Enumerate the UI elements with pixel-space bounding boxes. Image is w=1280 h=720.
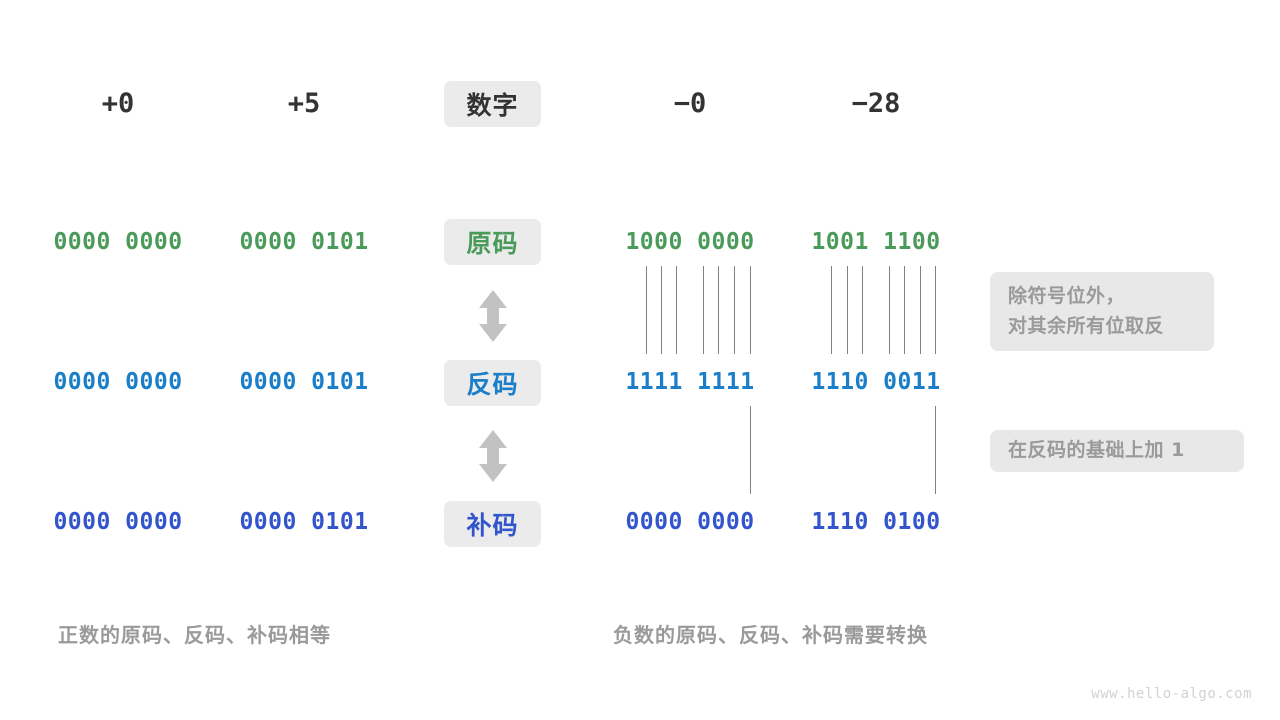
connector-line: [718, 266, 719, 354]
row-twos-complement-neg-28: 1110 0100: [811, 509, 941, 535]
row-sign-magnitude-neg-28: 1001 1100: [811, 229, 941, 255]
row-ones-complement-pos-five: 0000 0101: [239, 369, 369, 395]
double-arrow-vertical-icon: [479, 430, 507, 482]
connector-line: [862, 266, 863, 354]
connector-line: [676, 266, 677, 354]
row-sign-magnitude-neg-zero: 1000 0000: [625, 229, 755, 255]
connector-line: [734, 266, 735, 354]
caption-positive: 正数的原码、反码、补码相等: [58, 623, 331, 647]
row-ones-complement-neg-zero: 1111 1111: [625, 369, 755, 395]
header-badge-number: 数字: [444, 81, 541, 127]
note-invert-bits: 除符号位外， 对其余所有位取反: [990, 272, 1214, 351]
connector-line: [935, 406, 936, 494]
connector-line: [646, 266, 647, 354]
caption-negative: 负数的原码、反码、补码需要转换: [613, 623, 928, 647]
header-value-pos-zero: +0: [101, 88, 135, 119]
connector-line: [847, 266, 848, 354]
note-invert-bits-line-2: 对其余所有位取反: [1008, 314, 1165, 337]
note-add-one-line-1: 在反码的基础上加 1: [1008, 439, 1185, 462]
connector-line: [703, 266, 704, 354]
row-sign-magnitude-pos-five: 0000 0101: [239, 229, 369, 255]
row-badge-ones-complement: 反码: [444, 360, 541, 406]
header-value-pos-five: +5: [287, 88, 321, 119]
row-twos-complement-pos-five: 0000 0101: [239, 509, 369, 535]
watermark: www.hello-algo.com: [1091, 686, 1252, 702]
row-badge-sign-magnitude: 原码: [444, 219, 541, 265]
note-invert-bits-line-1: 除符号位外，: [1008, 285, 1126, 308]
connector-line: [661, 266, 662, 354]
row-sign-magnitude-pos-zero: 0000 0000: [53, 229, 183, 255]
row-twos-complement-pos-zero: 0000 0000: [53, 509, 183, 535]
header-value-neg-28: −28: [851, 88, 901, 119]
row-badge-twos-complement: 补码: [444, 501, 541, 547]
connector-line: [935, 266, 936, 354]
connector-line: [831, 266, 832, 354]
double-arrow-vertical-icon: [479, 290, 507, 342]
row-twos-complement-neg-zero: 0000 0000: [625, 509, 755, 535]
header-value-neg-zero: −0: [673, 88, 707, 119]
connector-line: [920, 266, 921, 354]
connector-line: [750, 406, 751, 494]
row-ones-complement-neg-28: 1110 0011: [811, 369, 941, 395]
arrow-sign-to-ones: [473, 288, 513, 344]
arrow-ones-to-twos: [473, 428, 513, 484]
connector-line: [889, 266, 890, 354]
connector-line: [750, 266, 751, 354]
note-add-one: 在反码的基础上加 1: [990, 430, 1244, 472]
row-ones-complement-pos-zero: 0000 0000: [53, 369, 183, 395]
connector-line: [904, 266, 905, 354]
